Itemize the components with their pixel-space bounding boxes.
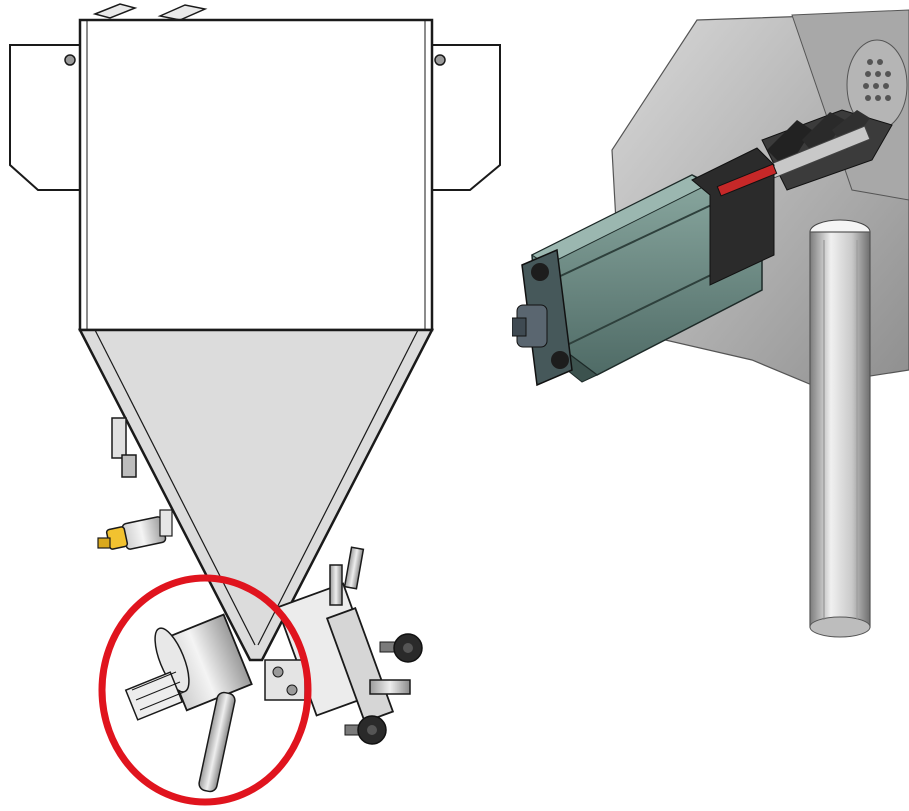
left-side-bracket: [9, 44, 80, 191]
pneumatic-fitting: [97, 509, 173, 550]
star-knob: [379, 633, 423, 663]
discharge-tube: [809, 219, 871, 638]
hopper-upper-body: [78, 18, 434, 332]
right-side-bracket: [432, 44, 501, 191]
bracket-bolt: [64, 54, 76, 66]
cone-mount-bracket: [111, 417, 137, 478]
dosing-unit: [264, 546, 411, 723]
hopper-cone: [77, 328, 435, 662]
air-inlet-fitting: [512, 304, 548, 348]
highlight-circle: [98, 574, 312, 806]
hopper-assembly-drawing: [9, 3, 501, 806]
discharge-valve-assembly: [124, 613, 253, 793]
perforated-plate: [846, 39, 908, 131]
bracket-bolt: [434, 54, 446, 66]
star-knob: [344, 715, 387, 745]
dosing-unit-detail-render: [512, 0, 909, 650]
lid-handle: [92, 3, 208, 21]
